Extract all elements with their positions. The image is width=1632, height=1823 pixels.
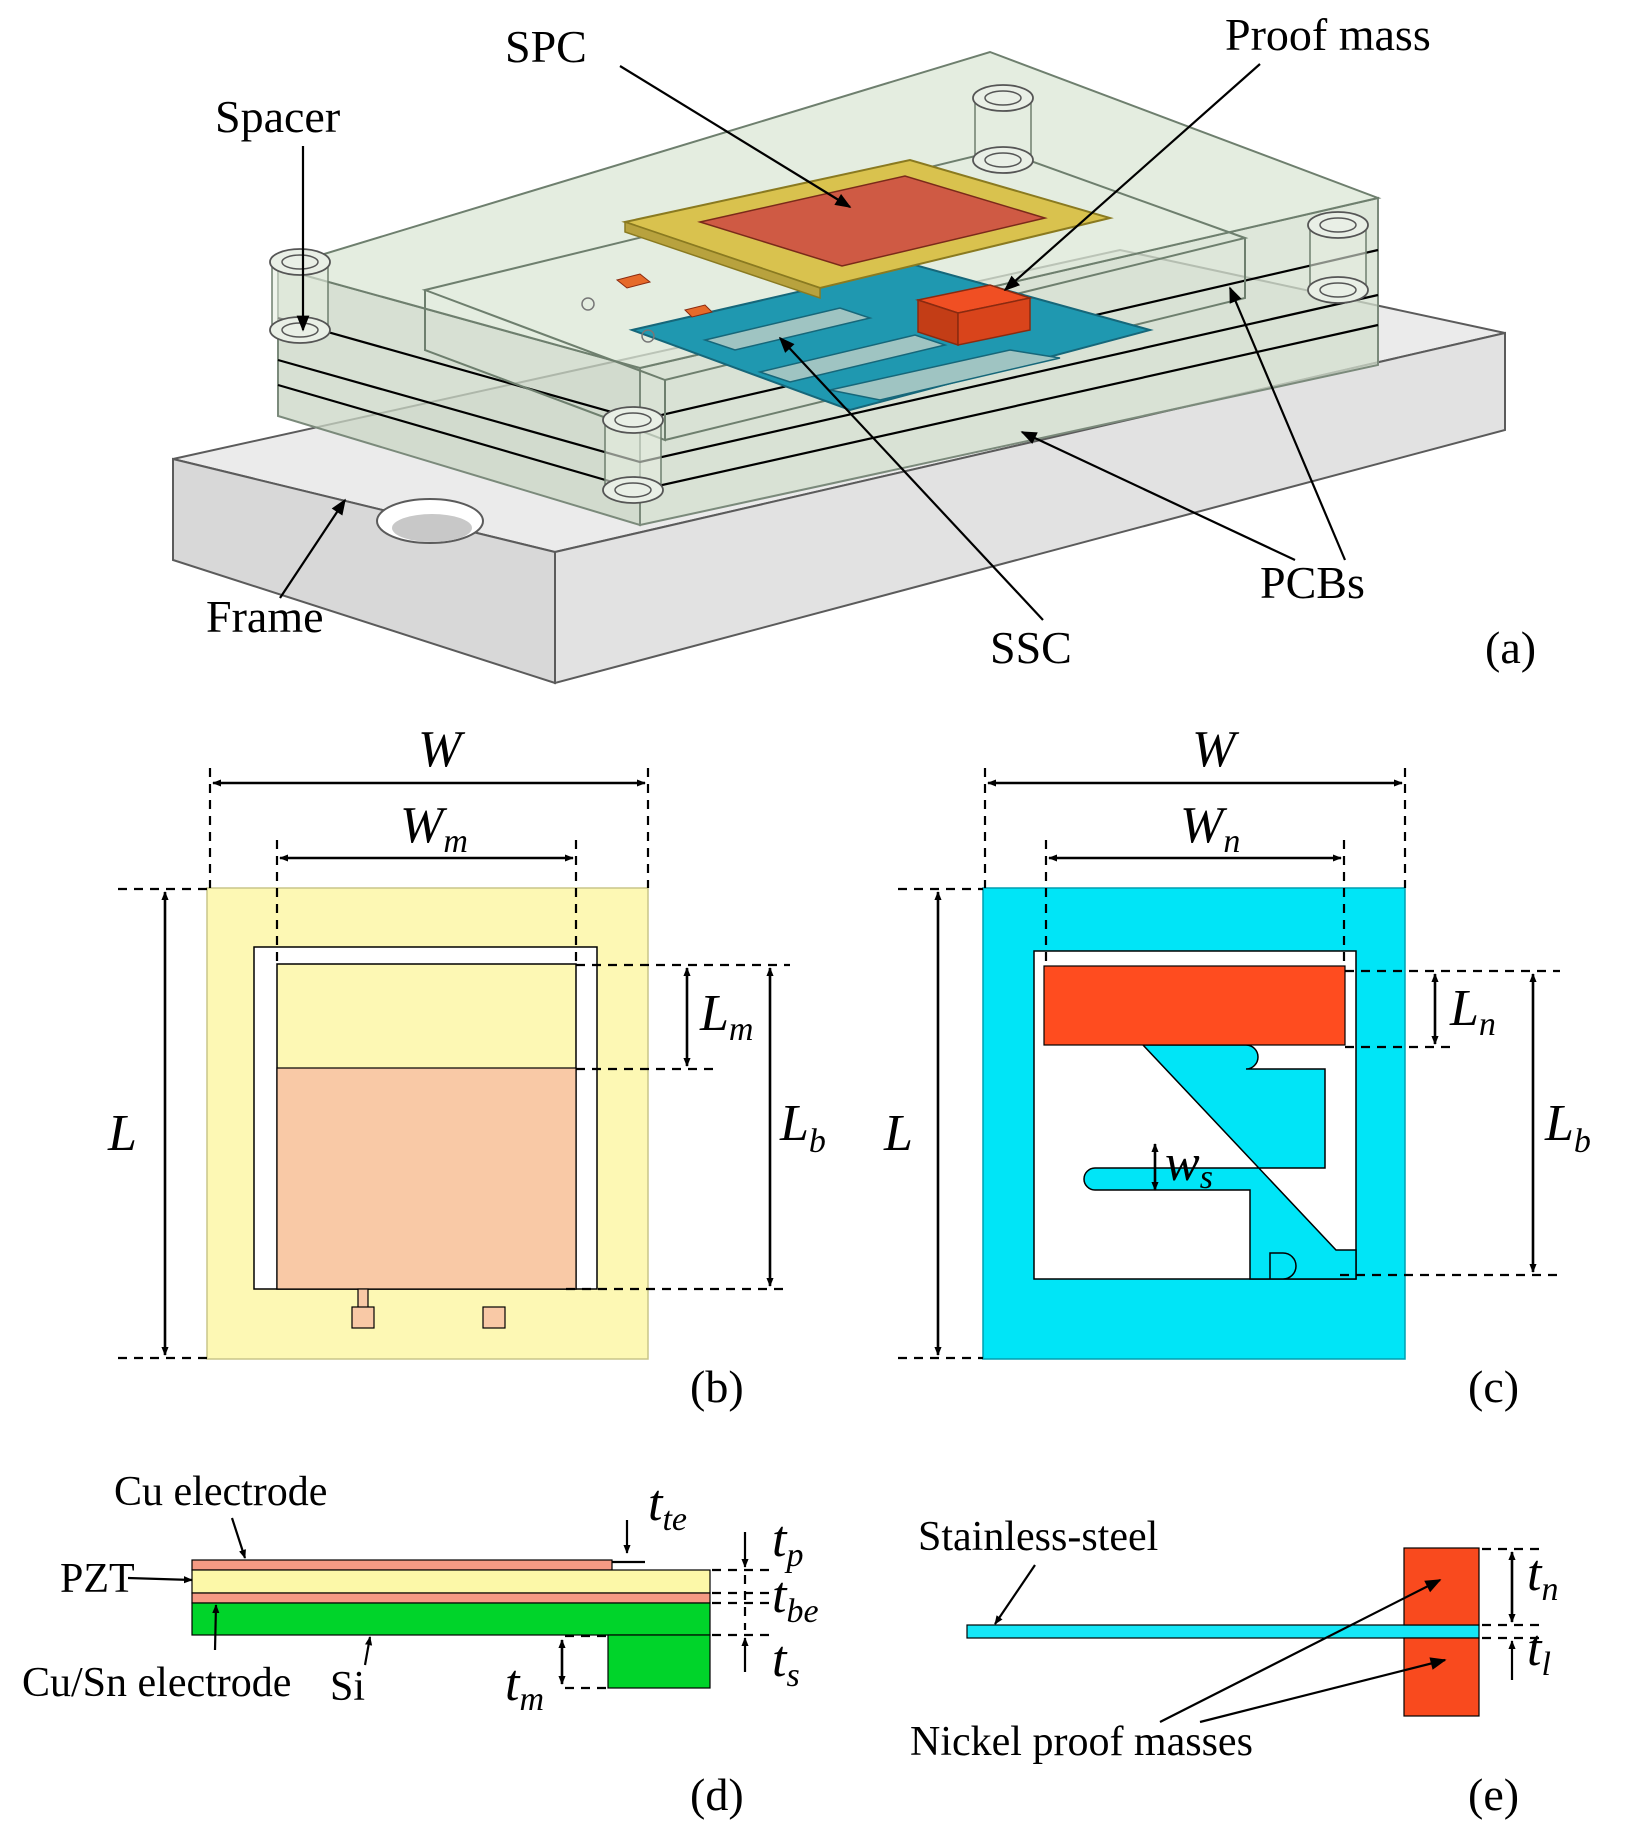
- label-tl: tl: [1527, 1620, 1551, 1683]
- tag-b: (b): [690, 1361, 744, 1412]
- label-frame: Frame: [206, 591, 324, 642]
- label-tte: tte: [648, 1475, 687, 1538]
- tab-2: [684, 304, 713, 318]
- panel-b: W Wm L Lm Lb (b): [107, 721, 826, 1412]
- nickel-mass-top: [1403, 1547, 1480, 1626]
- label-proof-mass: Proof mass: [1225, 9, 1431, 60]
- proof-mass-right: [957, 297, 1031, 346]
- spc-mass: [276, 1067, 577, 1290]
- si-layer: [191, 1602, 711, 1636]
- spc-center: [697, 175, 1048, 267]
- label-b-wm: Wm: [400, 797, 468, 860]
- label-ts: ts: [772, 1631, 800, 1694]
- corner-posts: [269, 84, 1369, 504]
- label-cu-electrode: Cu electrode: [114, 1469, 327, 1515]
- ssc-spring: [1083, 1044, 1357, 1280]
- label-stainless: Stainless-steel: [918, 1514, 1158, 1560]
- tag-e: (e): [1468, 1769, 1519, 1820]
- arrow-spc: [619, 65, 852, 208]
- si-proof-mass: [607, 1634, 711, 1689]
- spc-frame-edge: [624, 220, 821, 300]
- label-si: Si: [330, 1664, 365, 1710]
- cu-electrode-layer: [191, 1559, 613, 1571]
- label-cusn-electrode: Cu/Sn electrode: [22, 1660, 291, 1706]
- ssc-slot-1: [702, 307, 873, 351]
- nickel-mass-bottom: [1403, 1637, 1480, 1717]
- corner-post: [602, 406, 664, 504]
- label-pzt: PZT: [60, 1556, 135, 1602]
- pin-1: [581, 297, 595, 311]
- label-spacer: Spacer: [215, 91, 340, 142]
- label-pcbs: PCBs: [1260, 557, 1365, 608]
- corner-post: [269, 248, 331, 344]
- spc-pad-2: [482, 1306, 506, 1329]
- arrow-frame: [279, 498, 346, 599]
- panel-a: Spacer SPC Proof mass PCBs SSC Frame (a): [172, 9, 1536, 685]
- arrow-pzt: [127, 1576, 193, 1584]
- label-tbe: tbe: [772, 1567, 819, 1630]
- glass-stack: [269, 50, 1382, 527]
- arrow-pcbs-2: [1020, 431, 1296, 561]
- panel-d: Cu electrode PZT Cu/Sn electrode Si tte …: [22, 1469, 819, 1820]
- label-c-ws: ws: [1165, 1135, 1213, 1196]
- tag-d: (d): [690, 1769, 744, 1820]
- corner-post: [1307, 211, 1369, 304]
- label-c-w: W: [1192, 721, 1240, 778]
- label-ssc: SSC: [990, 622, 1072, 673]
- label-c-l: L: [883, 1105, 913, 1162]
- tab-1: [615, 273, 652, 289]
- arrow-ssc: [778, 336, 1044, 621]
- label-tp: tp: [772, 1511, 803, 1574]
- label-b-w: W: [418, 721, 466, 778]
- label-c-wn: Wn: [1180, 797, 1240, 860]
- label-c-lb: Lb: [1544, 1095, 1591, 1160]
- label-c-ln: Ln: [1449, 980, 1496, 1043]
- panel-c: W Wn L Ln Lb ws (c): [883, 721, 1591, 1412]
- spc-pad-1: [351, 1306, 375, 1329]
- arrow-stainless: [994, 1564, 1036, 1625]
- corner-post: [972, 84, 1034, 174]
- arrow-si: [363, 1636, 373, 1666]
- ssc-proof-mass: [1043, 965, 1346, 1046]
- arrow-cu: [230, 1517, 247, 1559]
- arrow-proof-mass: [1003, 63, 1261, 292]
- ssc-slot-3: [829, 349, 1061, 401]
- frame-hole-inner: [392, 514, 472, 542]
- tag-a: (a): [1485, 622, 1536, 673]
- inner-box-front: [424, 290, 666, 442]
- label-tn: tn: [1527, 1545, 1558, 1608]
- label-nickel: Nickel proof masses: [910, 1719, 1253, 1765]
- label-b-l: L: [107, 1105, 137, 1162]
- cusn-electrode-layer: [191, 1592, 711, 1604]
- pin-2: [641, 329, 655, 343]
- label-b-lm: Lm: [699, 985, 753, 1048]
- ssc-slot-2: [757, 334, 948, 383]
- arrow-cusn: [212, 1604, 220, 1651]
- panel-e: Stainless-steel Nickel proof masses tn t…: [910, 1514, 1558, 1820]
- arrow-nickel-2: [1199, 1657, 1447, 1724]
- label-b-lb: Lb: [779, 1095, 826, 1160]
- label-tm: tm: [505, 1655, 544, 1718]
- pzt-layer: [191, 1569, 711, 1594]
- arrow-pcbs-1: [1228, 286, 1347, 561]
- tag-c: (c): [1468, 1361, 1519, 1412]
- stainless-beam: [966, 1624, 1480, 1639]
- label-spc: SPC: [505, 21, 587, 72]
- arrow-nickel-1: [1159, 1579, 1442, 1723]
- spc-pad-stem: [357, 1288, 369, 1310]
